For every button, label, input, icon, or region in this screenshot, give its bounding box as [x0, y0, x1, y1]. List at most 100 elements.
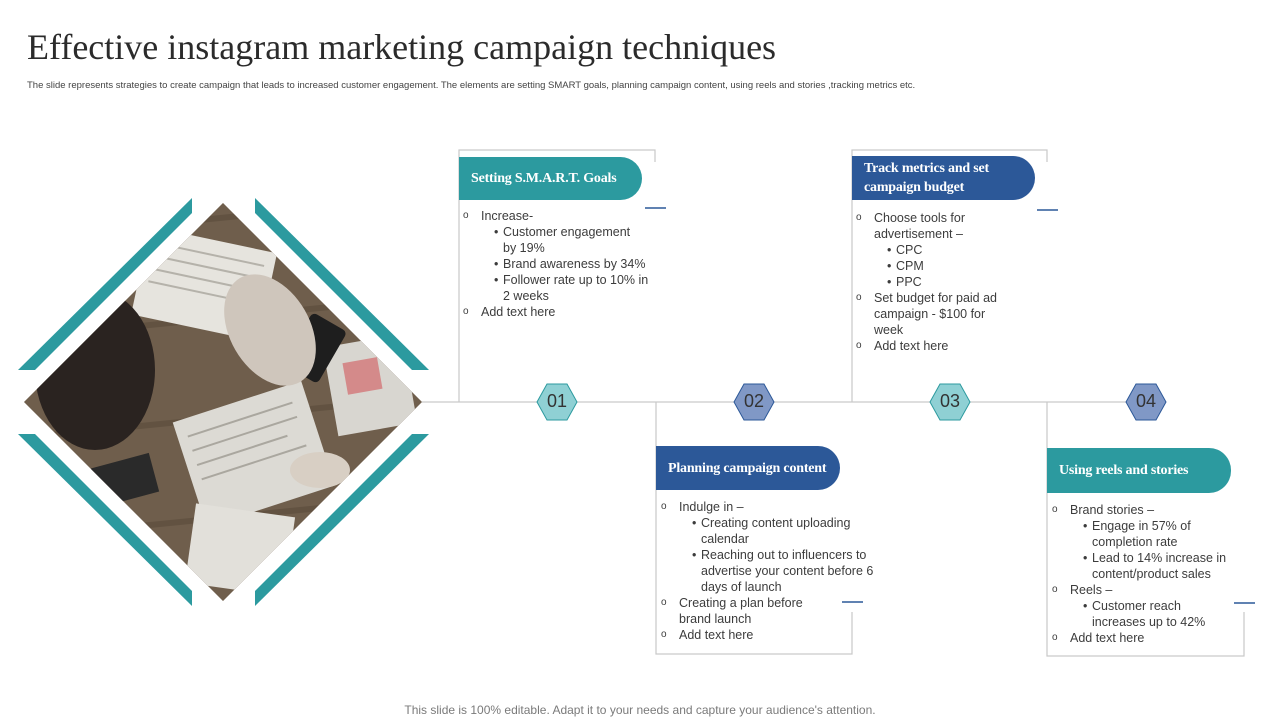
- bullet-icon: o: [463, 306, 469, 317]
- list-item-text: completion rate: [1092, 535, 1178, 549]
- list-item-text: by 19%: [503, 241, 545, 255]
- sub-list-item: • Customer engagement: [463, 224, 648, 240]
- sub-list-item: •CPC: [856, 242, 997, 258]
- list-item-text: CPM: [896, 259, 924, 273]
- list-item-text: Creating a plan before: [679, 596, 803, 610]
- bullet-icon: •: [494, 257, 499, 271]
- list-item-continuation: calendar: [661, 531, 873, 547]
- bullet-icon: o: [661, 597, 667, 608]
- step-number: 03: [939, 391, 961, 411]
- page-title: Effective instagram marketing campaign t…: [27, 27, 777, 67]
- list-item-text: brand launch: [679, 612, 752, 626]
- bullet-icon: •: [692, 516, 697, 530]
- bullet-icon: •: [494, 273, 499, 287]
- list-item-continuation: campaign - $100 for: [856, 306, 997, 322]
- step-marker-03: [929, 383, 971, 421]
- list-item: o Add text here: [661, 627, 873, 643]
- list-item: o Reels –: [1052, 582, 1226, 598]
- bullet-icon: o: [856, 340, 862, 351]
- page-subtitle: The slide represents strategies to creat…: [27, 80, 916, 91]
- step-marker-02: [733, 383, 775, 421]
- bullet-icon: o: [661, 629, 667, 640]
- step-heading: Planning campaign content: [656, 446, 840, 490]
- list-item: o Add text here: [463, 304, 648, 320]
- list-item-continuation: content/product sales: [1052, 566, 1226, 582]
- list-item-text: Add text here: [1070, 631, 1145, 645]
- list-item-continuation: advertisement –: [856, 226, 997, 242]
- list-item-continuation: week: [856, 322, 997, 338]
- list-item-text: Lead to 14% increase in: [1092, 551, 1227, 565]
- list-item-text: week: [874, 323, 904, 337]
- bullet-icon: •: [494, 225, 499, 239]
- list-item-text: Creating content uploading: [701, 516, 851, 530]
- bullet-icon: o: [661, 501, 667, 512]
- list-item-text: Customer engagement: [503, 225, 631, 239]
- list-item: o Creating a plan before: [661, 595, 873, 611]
- sub-list-item: • Creating content uploading: [661, 515, 873, 531]
- list-item-continuation: by 19%: [463, 240, 648, 256]
- list-item-text: Reels –: [1070, 583, 1113, 597]
- bullet-icon: •: [887, 243, 892, 257]
- list-item-text: Add text here: [481, 305, 556, 319]
- list-item-text: days of launch: [701, 580, 782, 594]
- step-heading: Track metrics and set campaign budget: [852, 156, 1035, 200]
- step-marker-04: [1125, 383, 1167, 421]
- step-number: 04: [1135, 391, 1157, 411]
- step-heading: Using reels and stories: [1047, 448, 1231, 493]
- list-item: o Choose tools for: [856, 210, 997, 226]
- list-item-text: Add text here: [874, 339, 949, 353]
- bullet-icon: •: [1083, 599, 1088, 613]
- list-item: o Indulge in –: [661, 499, 873, 515]
- list-item-text: advertisement –: [874, 227, 963, 241]
- list-item-continuation: brand launch: [661, 611, 873, 627]
- bullet-icon: o: [1052, 504, 1058, 515]
- bullet-icon: •: [887, 275, 892, 289]
- list-item-text: Engage in 57% of: [1092, 519, 1191, 533]
- list-item-text: Indulge in –: [679, 500, 744, 514]
- bullet-icon: •: [1083, 551, 1088, 565]
- list-item-text: PPC: [896, 275, 922, 289]
- list-item-text: Set budget for paid ad: [874, 291, 998, 305]
- list-item-continuation: 2 weeks: [463, 288, 648, 304]
- list-item-text: increases up to 42%: [1092, 615, 1206, 629]
- sub-list-item: • CPM: [856, 258, 997, 274]
- list-item-continuation: days of launch: [661, 579, 873, 595]
- list-item-text: Brand stories –: [1070, 503, 1155, 517]
- bullet-icon: •: [1083, 519, 1088, 533]
- sub-list-item: • Engage in 57% of: [1052, 518, 1226, 534]
- step-details: o Indulge in – • Creating content uploading…: [661, 499, 873, 643]
- list-item: o Set budget for paid ad: [856, 290, 997, 306]
- list-item-text: content/product sales: [1092, 567, 1211, 581]
- list-item-text: Add text here: [679, 628, 754, 642]
- list-item-text: Follower rate up to 10% in: [503, 273, 649, 287]
- bullet-icon: •: [887, 259, 892, 273]
- list-item-continuation: completion rate: [1052, 534, 1226, 550]
- bullet-icon: o: [856, 292, 862, 303]
- sub-list-item: • Follower rate up to 10% in: [463, 272, 648, 288]
- list-item-text: Choose tools for: [874, 211, 966, 225]
- sub-list-item: • PPC: [856, 274, 997, 290]
- sub-list-item: • Reaching out to influencers to: [661, 547, 873, 563]
- step-number: 01: [546, 391, 568, 411]
- list-item-text: 2 weeks: [503, 289, 549, 303]
- list-item-text: calendar: [701, 532, 749, 546]
- bullet-icon: •: [692, 548, 697, 562]
- list-item-text: Increase-: [481, 209, 534, 223]
- list-item-continuation: advertise your content before 6: [661, 563, 873, 579]
- bullet-icon: o: [856, 212, 862, 223]
- diamond-frame: [18, 198, 429, 606]
- list-item: o Add text here: [856, 338, 997, 354]
- team-working-photo: [24, 203, 422, 601]
- list-item-text: Brand awareness by 34%: [503, 257, 646, 271]
- bullet-icon: o: [1052, 584, 1058, 595]
- sub-list-item: • Lead to 14% increase in: [1052, 550, 1226, 566]
- list-item-text: Customer reach: [1092, 599, 1181, 613]
- sub-list-item: • Customer reach: [1052, 598, 1226, 614]
- step-heading: Setting S.M.A.R.T. Goals: [459, 157, 642, 200]
- list-item-text: Reaching out to influencers to: [701, 548, 867, 562]
- list-item-text: advertise your content before 6: [701, 564, 874, 578]
